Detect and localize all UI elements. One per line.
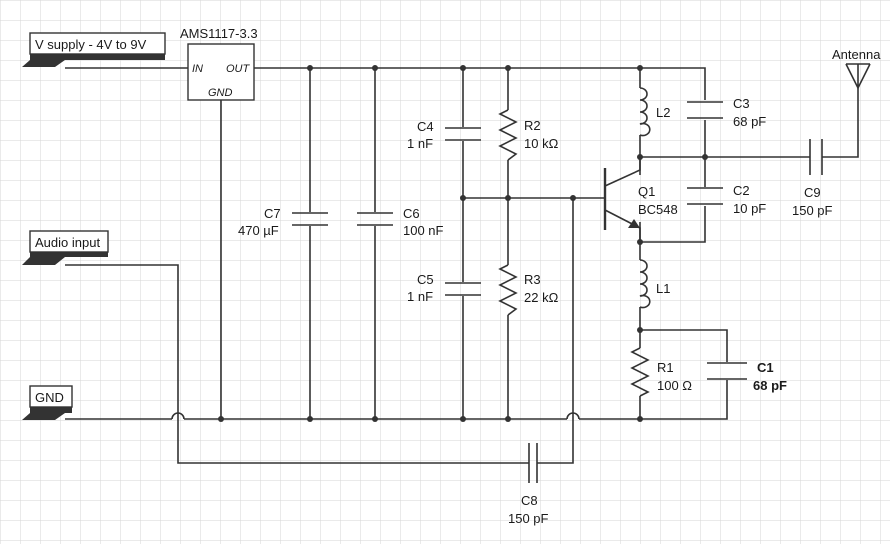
inductor-l2[interactable]: L2 (639, 87, 670, 137)
c9-ref: C9 (804, 185, 821, 200)
c9-value: 150 pF (792, 203, 833, 218)
r1-ref: R1 (657, 360, 674, 375)
capacitor-c4[interactable]: C4 1 nF (407, 119, 481, 151)
port-audio-input[interactable]: Audio input (22, 230, 109, 265)
inductor-l1[interactable]: L1 (639, 259, 670, 309)
r3-ref: R3 (524, 272, 541, 287)
r3-value: 22 kΩ (524, 290, 559, 305)
port-gnd[interactable]: GND (22, 385, 73, 420)
capacitor-c3[interactable]: C3 68 pF (687, 96, 766, 129)
l1-ref: L1 (656, 281, 670, 296)
regulator-name: AMS1117-3.3 (180, 26, 258, 41)
port-vsupply[interactable]: V supply - 4V to 9V (22, 32, 166, 67)
c7-value: 470 µF (238, 223, 279, 238)
r1-value: 100 Ω (657, 378, 692, 393)
c3-value: 68 pF (733, 114, 766, 129)
port-audio-label: Audio input (35, 235, 100, 250)
regulator-pin-out: OUT (226, 63, 251, 75)
port-gnd-label: GND (35, 390, 64, 405)
antenna[interactable]: Antenna (832, 47, 881, 90)
capacitor-c8[interactable]: C8 150 pF (508, 443, 549, 526)
regulator-pin-in: IN (192, 63, 203, 75)
c4-ref: C4 (417, 119, 434, 134)
c7-ref: C7 (264, 206, 281, 221)
c3-ref: C3 (733, 96, 750, 111)
q1-ref: Q1 (638, 184, 655, 199)
r2-ref: R2 (524, 118, 541, 133)
l2-ref: L2 (656, 105, 670, 120)
capacitor-c1[interactable]: C1 68 pF (707, 360, 787, 393)
c6-value: 100 nF (403, 223, 444, 238)
capacitor-c6[interactable]: C6 100 nF (357, 206, 444, 238)
c5-value: 1 nF (407, 289, 433, 304)
c2-ref: C2 (733, 183, 750, 198)
c6-ref: C6 (403, 206, 420, 221)
c5-ref: C5 (417, 272, 434, 287)
capacitor-c7[interactable]: C7 470 µF (238, 206, 328, 238)
c8-value: 150 pF (508, 511, 549, 526)
c8-ref: C8 (521, 493, 538, 508)
q1-value: BC548 (638, 202, 678, 217)
capacitor-c5[interactable]: C5 1 nF (407, 272, 481, 304)
c4-value: 1 nF (407, 136, 433, 151)
port-vsupply-label: V supply - 4V to 9V (35, 37, 147, 52)
resistor-r2[interactable]: R2 10 kΩ (498, 109, 559, 161)
capacitor-c9[interactable]: C9 150 pF (792, 139, 833, 218)
antenna-label: Antenna (832, 47, 881, 62)
resistor-r3[interactable]: R3 22 kΩ (498, 264, 559, 316)
junctions (218, 65, 708, 422)
capacitor-c2[interactable]: C2 10 pF (687, 183, 766, 216)
resistor-r1[interactable]: R1 100 Ω (630, 347, 692, 397)
transistor-q1[interactable]: Q1 BC548 (603, 157, 678, 242)
regulator-ams1117[interactable]: AMS1117-3.3 IN OUT GND (180, 26, 258, 101)
r2-value: 10 kΩ (524, 136, 559, 151)
c1-ref: C1 (757, 360, 774, 375)
regulator-pin-gnd: GND (208, 87, 233, 99)
c1-value: 68 pF (753, 378, 787, 393)
c2-value: 10 pF (733, 201, 766, 216)
